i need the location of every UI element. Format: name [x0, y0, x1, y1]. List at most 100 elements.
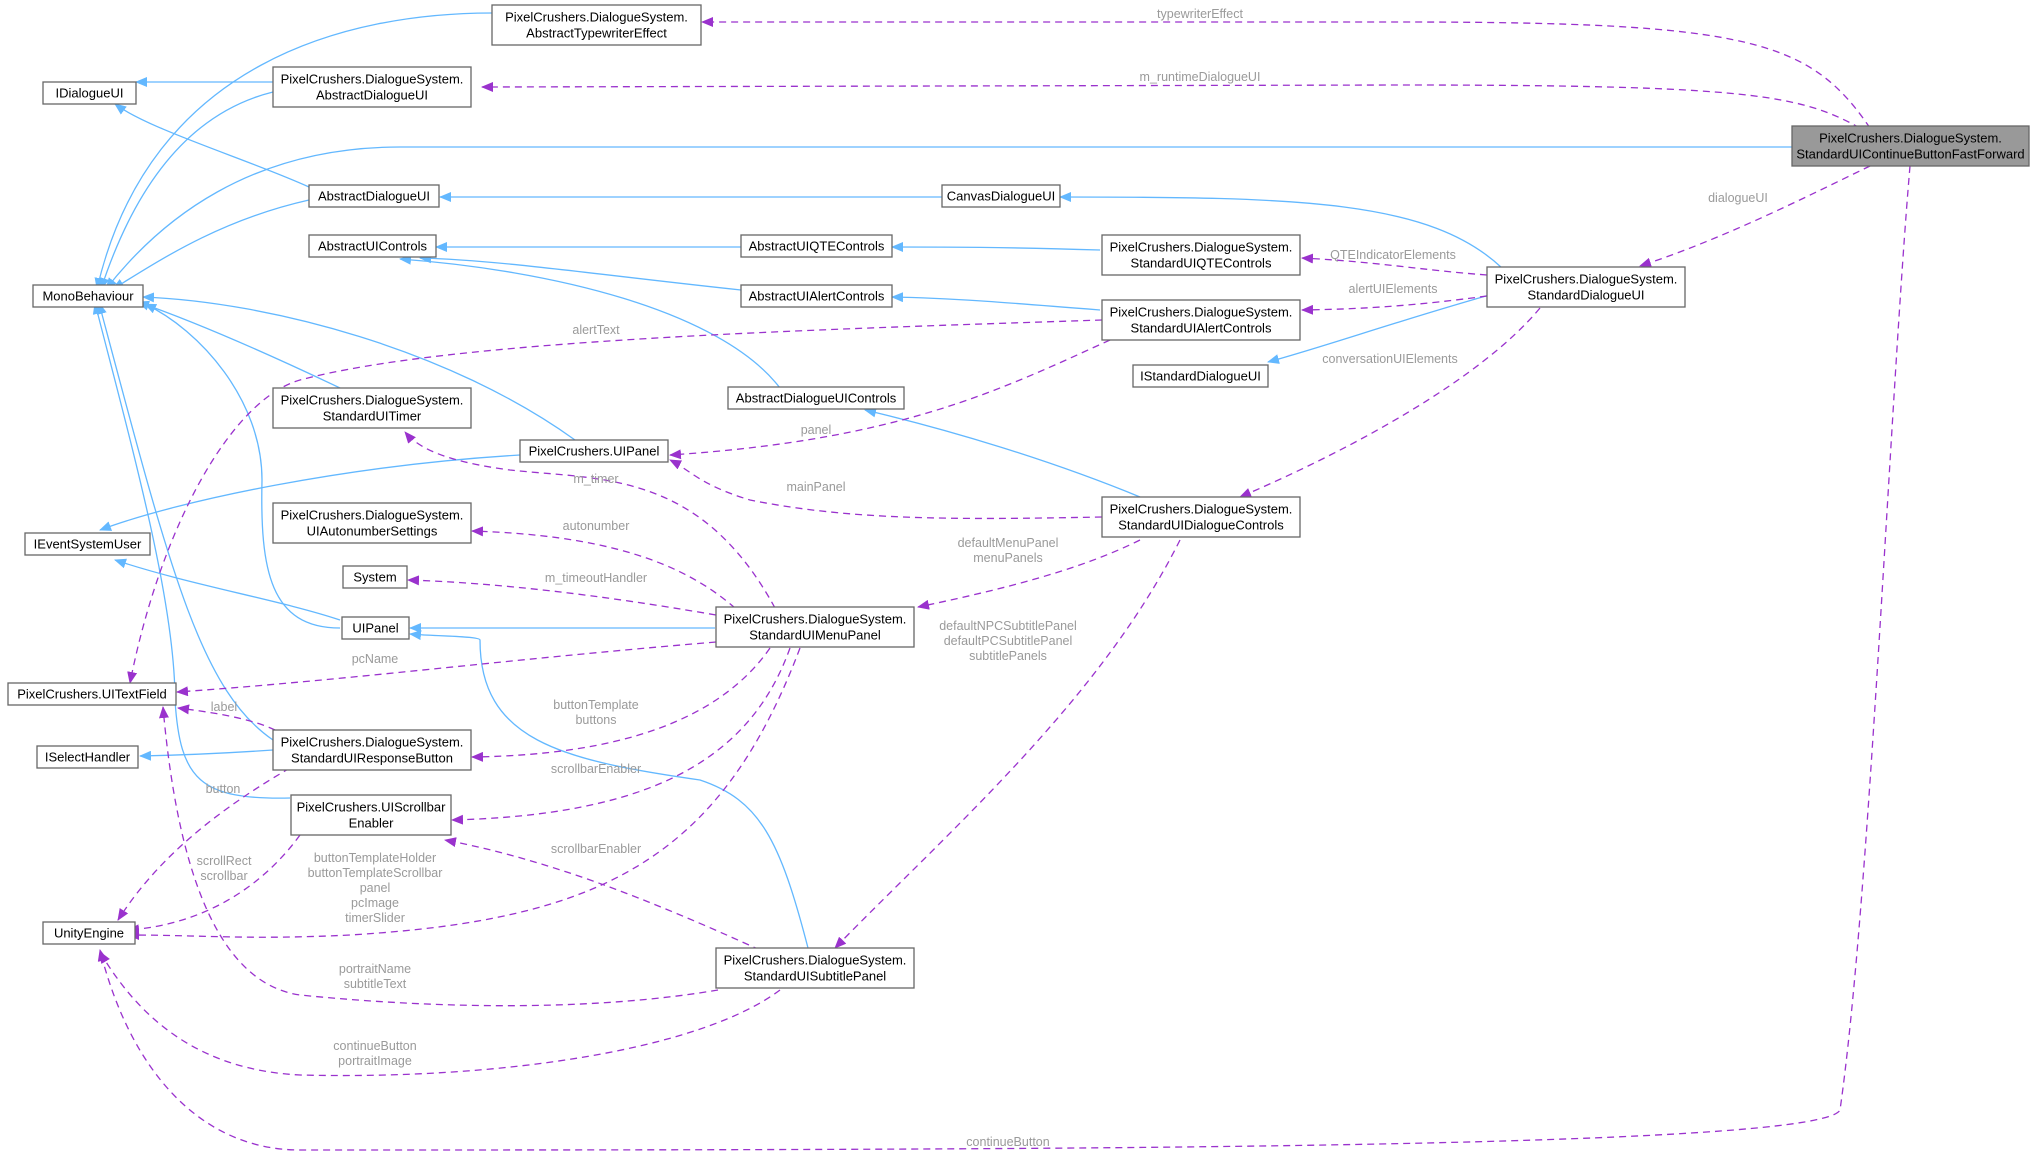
node-label-line: StandardDialogueUI: [1527, 288, 1644, 303]
node-standard-ui-response-button[interactable]: PixelCrushers.DialogueSystem.StandardUIR…: [272, 729, 472, 771]
edge-menupanel-system: [407, 575, 717, 616]
edge-label-autonumber: autonumber: [563, 519, 630, 533]
edge-abstractdialogueuicontrols-abstractuicontrols: [399, 254, 781, 389]
edge-responsebutton-iselecthandler: [139, 749, 274, 761]
node-box: [290, 794, 452, 836]
edge-menupanel-timer: [404, 431, 776, 609]
node-standard-ui-alert-controls[interactable]: PixelCrushers.DialogueSystem.StandardUIA…: [1101, 299, 1301, 341]
node-system[interactable]: System: [342, 565, 408, 589]
node-box: [715, 947, 915, 989]
edge-pcuipanel-ieventsystemuser: [99, 454, 521, 531]
edge-alert-pcuipanel: [669, 339, 1111, 460]
edge-dialoguecontrols-pcuipanel: [669, 459, 1103, 520]
edge-abstractdialogueui-monobehaviour: [112, 199, 310, 290]
edge-label-line: scrollbarEnabler: [551, 842, 641, 856]
edge-menupanel-unityengine: [127, 647, 801, 941]
node-abstract-ui-alert-controls[interactable]: AbstractUIAlertControls: [740, 284, 893, 308]
node-monobehaviour[interactable]: MonoBehaviour: [32, 284, 144, 308]
node-istandard-dialogue-ui[interactable]: IStandardDialogueUI: [1132, 364, 1269, 388]
node-box: [36, 745, 139, 769]
edge-label-line: dialogueUI: [1708, 191, 1768, 205]
edge-standardqte-abstractqte: [891, 242, 1101, 253]
node-label-line: PixelCrushers.UITextField: [17, 687, 167, 702]
node-box: [272, 387, 472, 429]
edge-label-line: label: [211, 700, 237, 714]
node-ievent-system-user[interactable]: IEventSystemUser: [24, 532, 151, 556]
node-label-line: PixelCrushers.DialogueSystem.: [1819, 131, 2002, 146]
node-box: [7, 682, 177, 706]
node-abstract-ui-qte-controls[interactable]: AbstractUIQTEControls: [740, 234, 893, 258]
node-box: [32, 284, 144, 308]
node-standard-ui-timer[interactable]: PixelCrushers.DialogueSystem.StandardUIT…: [272, 387, 472, 429]
node-abstract-ui-controls[interactable]: AbstractUIControls: [308, 234, 437, 258]
node-canvas-dialogue-ui[interactable]: CanvasDialogueUI: [941, 184, 1061, 208]
node-label-line: CanvasDialogueUI: [947, 189, 1055, 204]
node-box: [272, 66, 472, 108]
node-standard-ui-qte-controls[interactable]: PixelCrushers.DialogueSystem.StandardUIQ…: [1101, 234, 1301, 276]
edge-standardalert-abstractalert: [891, 292, 1101, 311]
edge-menupanel-uitextfield: [176, 641, 717, 697]
node-standard-ui-subtitle-panel[interactable]: PixelCrushers.DialogueSystem.StandardUIS…: [715, 947, 915, 989]
edge-label-line: buttonTemplateScrollbar: [308, 866, 443, 880]
node-label-line: StandardUIAlertControls: [1131, 321, 1272, 336]
edge-label-line: m_timeoutHandler: [545, 571, 647, 585]
node-box: [308, 234, 437, 258]
edge-label-scrollbar-enabler-1: scrollbarEnabler: [551, 762, 641, 776]
node-box: [1132, 364, 1269, 388]
node-standard-ui-menu-panel[interactable]: PixelCrushers.DialogueSystem.StandardUIM…: [715, 606, 915, 648]
node-box: [941, 184, 1061, 208]
edge-standarddialogueui-dialoguecontrols: [1239, 307, 1541, 498]
node-ui-autonumber-settings[interactable]: PixelCrushers.DialogueSystem.UIAutonumbe…: [272, 502, 472, 544]
node-label-line: UIAutonumberSettings: [307, 524, 438, 539]
node-label-line: PixelCrushers.DialogueSystem.: [1110, 305, 1293, 320]
edge-scrollbar-unityengine: [127, 834, 301, 935]
node-label-line: StandardUIResponseButton: [291, 751, 453, 766]
edge-label-alert-ui-elements: alertUIElements: [1349, 282, 1438, 296]
node-standard-ui-dialogue-controls[interactable]: PixelCrushers.DialogueSystem.StandardUID…: [1101, 496, 1301, 538]
node-box: [24, 532, 151, 556]
node-abstract-typewriter-effect[interactable]: PixelCrushers.DialogueSystem.AbstractTyp…: [491, 4, 702, 46]
node-label-line: PixelCrushers.DialogueSystem.: [281, 508, 464, 523]
node-box: [740, 284, 893, 308]
node-abstract-dialogue-ui-controls[interactable]: AbstractDialogueUIControls: [727, 386, 905, 410]
edge-subtitlepanel-uipanel: [409, 630, 809, 949]
node-label-line: ISelectHandler: [45, 750, 131, 765]
edge-label-label: label: [211, 700, 237, 714]
edge-label-line: mainPanel: [786, 480, 845, 494]
node-label-line: PixelCrushers.DialogueSystem.: [505, 10, 688, 25]
edge-dialoguecontrols-menupanel: [917, 539, 1141, 610]
node-label-line: System: [353, 570, 396, 585]
node-unity-engine[interactable]: UnityEngine: [42, 921, 136, 945]
edge-label-line: conversationUIElements: [1322, 352, 1457, 366]
edge-menupanel-autonumber: [471, 526, 736, 609]
node-label-line: IDialogueUI: [56, 86, 124, 101]
edge-label-line: pcName: [352, 652, 399, 666]
node-label-line: IStandardDialogueUI: [1140, 369, 1261, 384]
node-label-line: AbstractDialogueUI: [318, 189, 430, 204]
node-ui-panel[interactable]: UIPanel: [341, 616, 410, 640]
node-standard-ui-continue-button-fast-forward[interactable]: PixelCrushers.DialogueSystem.StandardUIC…: [1791, 125, 2030, 167]
node-standard-dialogue-ui[interactable]: PixelCrushers.DialogueSystem.StandardDia…: [1486, 266, 1686, 308]
node-box: [740, 234, 893, 258]
edge-standarddialoguecontrols-abstractdialogueuicontrols: [864, 407, 1141, 498]
node-label-line: AbstractUIQTEControls: [749, 239, 885, 254]
node-ds-abstract-dialogue-ui[interactable]: PixelCrushers.DialogueSystem.AbstractDia…: [272, 66, 472, 108]
edge-label-m-runtime-dialogue-ui: m_runtimeDialogueUI: [1140, 70, 1261, 84]
node-pc-ui-panel[interactable]: PixelCrushers.UIPanel: [519, 439, 669, 463]
node-ui-text-field[interactable]: PixelCrushers.UITextField: [7, 682, 177, 706]
edge-abstractalert-abstractuicontrols: [419, 253, 742, 291]
node-label-line: AbstractUIAlertControls: [749, 289, 885, 304]
node-iselect-handler[interactable]: ISelectHandler: [36, 745, 139, 769]
node-box: [1791, 125, 2030, 167]
node-label-line: PixelCrushers.DialogueSystem.: [1495, 272, 1678, 287]
node-label-line: PixelCrushers.DialogueSystem.: [1110, 502, 1293, 517]
node-idialogueui[interactable]: IDialogueUI: [42, 81, 137, 105]
node-abstract-dialogue-ui[interactable]: AbstractDialogueUI: [308, 184, 440, 208]
edge-pcuipanel-monobehaviour: [142, 292, 576, 441]
